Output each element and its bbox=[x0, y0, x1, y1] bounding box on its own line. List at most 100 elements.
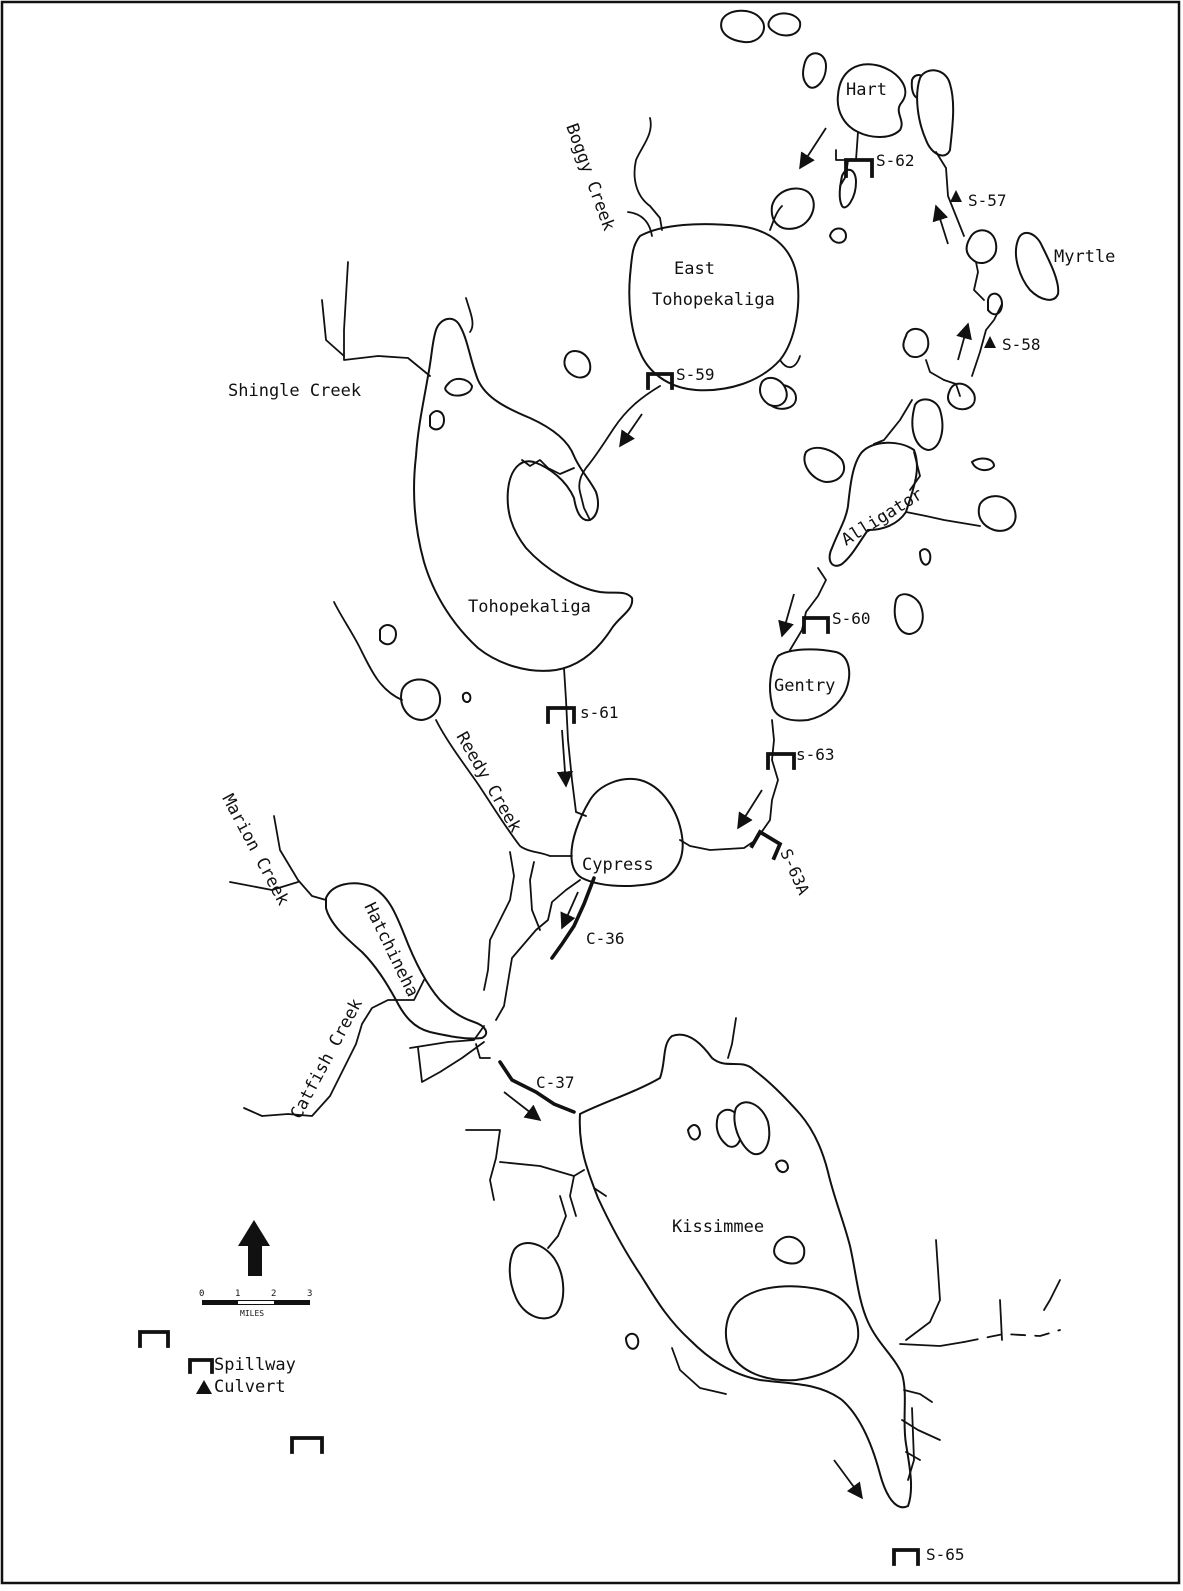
flow-arrow-icon bbox=[932, 204, 949, 245]
label-s62: S-62 bbox=[876, 151, 915, 170]
label-lake-kissimmee: Kissimmee bbox=[672, 1217, 764, 1237]
lake-hart-shape bbox=[836, 63, 907, 138]
label-s65: S-65 bbox=[926, 1545, 965, 1564]
legend-culvert-label: Culvert bbox=[214, 1377, 286, 1397]
culvert-icon bbox=[984, 336, 996, 348]
lake-small-k5 bbox=[773, 1235, 806, 1265]
lakes-layer bbox=[325, 9, 1060, 1509]
flow-arrows bbox=[503, 127, 972, 1500]
label-lake-myrtle: Myrtle bbox=[1054, 247, 1115, 267]
lake-small-c1 bbox=[563, 349, 592, 379]
label-catfish-creek: Catfish Creek bbox=[287, 995, 367, 1122]
label-shingle-creek: Shingle Creek bbox=[228, 381, 361, 401]
canal-c37-line bbox=[498, 1060, 576, 1114]
lake-small-e5 bbox=[911, 398, 944, 452]
lake-hatchineha-shape bbox=[325, 882, 488, 1040]
spillway-icon bbox=[844, 158, 874, 178]
label-s60: S-60 bbox=[832, 609, 871, 628]
label-lake-east-toho-1: East bbox=[674, 259, 715, 279]
spillway-icon bbox=[749, 829, 783, 861]
legend-spillway-label: Spillway bbox=[214, 1355, 296, 1375]
label-s61: s-61 bbox=[580, 703, 619, 722]
label-reedy-creek: Reedy Creek bbox=[452, 729, 526, 837]
label-lake-hart: Hart bbox=[846, 80, 887, 100]
structure-symbols bbox=[546, 158, 996, 1566]
lake-small-ne7 bbox=[828, 227, 848, 244]
label-lake-east-toho-2: Tohopekaliga bbox=[652, 290, 775, 310]
rivers-layer bbox=[229, 117, 1061, 1481]
label-s57: S-57 bbox=[968, 191, 1007, 210]
flow-arrow-icon bbox=[619, 413, 643, 448]
lake-small-ne6 bbox=[770, 187, 815, 230]
flow-arrow-icon bbox=[956, 322, 972, 361]
label-lake-gentry: Gentry bbox=[774, 676, 835, 696]
spillway-icon bbox=[290, 1436, 324, 1454]
scale-tick-0: 0 bbox=[199, 1289, 204, 1299]
flow-arrow-icon bbox=[560, 891, 579, 930]
lake-small-k8 bbox=[508, 1242, 565, 1320]
spillway-icon bbox=[646, 372, 674, 390]
label-lake-toho: Tohopekaliga bbox=[468, 597, 591, 617]
label-s58: S-58 bbox=[1002, 335, 1041, 354]
scale-unit: MILES bbox=[240, 1309, 264, 1318]
lake-small-e4 bbox=[947, 382, 976, 411]
flow-arrow-icon bbox=[737, 789, 763, 830]
lake-small-e3 bbox=[902, 328, 930, 358]
lake-east-toho-shape bbox=[628, 223, 800, 392]
lake-small-ne3 bbox=[802, 52, 828, 89]
lake-small-w3 bbox=[379, 624, 398, 646]
label-c36: C-36 bbox=[586, 929, 625, 948]
lake-small-k3 bbox=[686, 1124, 702, 1141]
lake-small-ne2 bbox=[767, 12, 802, 37]
label-lake-cypress: Cypress bbox=[582, 855, 654, 875]
spillway-icon bbox=[188, 1358, 214, 1374]
spillway-icon bbox=[546, 706, 576, 724]
lake-small-k7 bbox=[624, 1332, 640, 1350]
lake-small-e10 bbox=[893, 593, 924, 636]
label-s59: S-59 bbox=[676, 365, 715, 384]
flow-arrow-icon bbox=[833, 1459, 863, 1500]
lake-small-k4 bbox=[774, 1159, 790, 1174]
lake-small-c2 bbox=[759, 376, 788, 408]
legend: Spillway Culvert bbox=[138, 1330, 324, 1454]
lake-toho-shape bbox=[413, 317, 634, 672]
lake-small-e7 bbox=[803, 446, 845, 484]
lake-small-w5 bbox=[461, 691, 472, 704]
label-c37: C-37 bbox=[536, 1073, 575, 1092]
label-boggy-creek: Boggy Creek bbox=[561, 121, 618, 234]
lake-small-e9 bbox=[918, 548, 932, 566]
lake-cypress-shape bbox=[570, 778, 684, 887]
scale-bar: 0 1 2 3 MILES bbox=[199, 1289, 312, 1318]
lake-small-w2 bbox=[429, 410, 446, 431]
lake-small-e1 bbox=[965, 229, 998, 264]
flow-arrow-icon bbox=[503, 1091, 542, 1121]
lake-myrtle-shape bbox=[1014, 231, 1060, 301]
lake-small-ne1 bbox=[720, 9, 765, 44]
lake-small-k2 bbox=[733, 1101, 771, 1156]
flow-arrow-icon bbox=[556, 729, 574, 788]
scale-tick-2: 2 bbox=[271, 1289, 276, 1299]
label-s63: s-63 bbox=[796, 745, 835, 764]
lake-small-w1 bbox=[444, 378, 474, 397]
label-marion-creek: Marion Creek bbox=[218, 791, 293, 909]
flow-arrow-icon bbox=[799, 127, 827, 170]
lake-gentry-shape bbox=[769, 648, 851, 722]
spillway-icon bbox=[138, 1330, 170, 1348]
spillway-icon bbox=[802, 616, 830, 634]
spillway-icon bbox=[766, 752, 796, 770]
lake-small-e8 bbox=[977, 495, 1017, 532]
label-s63a: S-63A bbox=[776, 846, 813, 898]
spillway-icon bbox=[892, 1548, 920, 1566]
culvert-icon bbox=[196, 1380, 212, 1394]
scale-tick-3: 3 bbox=[307, 1289, 312, 1299]
lake-small-w4 bbox=[400, 678, 441, 722]
lake-small-ne5 bbox=[916, 69, 955, 157]
lake-kissimmee-shape bbox=[578, 1033, 913, 1509]
lake-small-e6 bbox=[970, 457, 996, 472]
lake-small-k6 bbox=[724, 1285, 860, 1382]
culvert-icon bbox=[950, 190, 962, 202]
flow-arrow-icon bbox=[778, 593, 795, 638]
